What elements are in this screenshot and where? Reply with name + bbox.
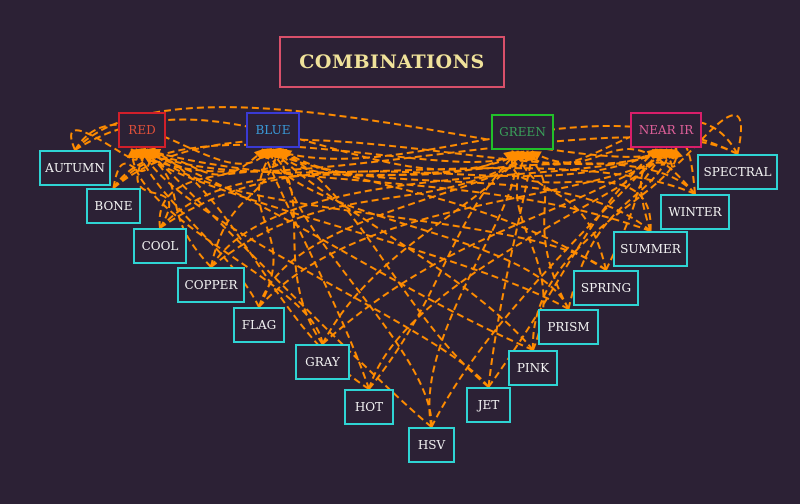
edge-prism-to-green xyxy=(520,150,570,310)
colormap-hsv: HSV xyxy=(408,427,455,463)
edge-gray-to-blue xyxy=(266,148,324,345)
edge-winter-to-red xyxy=(140,149,696,195)
colormap-jet: JET xyxy=(466,387,511,423)
edge-winter-to-green xyxy=(530,148,696,195)
edge-summer-to-green xyxy=(506,150,652,232)
channel-near-ir: NEAR IR xyxy=(630,112,702,148)
colormap-spectral: SPECTRAL xyxy=(697,154,778,190)
colormap-hot: HOT xyxy=(344,389,394,425)
colormap-bone: BONE xyxy=(86,188,141,224)
colormap-pink: PINK xyxy=(508,350,558,386)
edge-gray-to-nir xyxy=(321,148,673,345)
edge-cool-to-red xyxy=(136,148,171,229)
colormap-summer: SUMMER xyxy=(613,231,688,267)
edge-jet-to-red xyxy=(140,148,490,388)
edge-spectral-to-nir xyxy=(668,114,743,168)
edge-summer-to-nir xyxy=(639,148,672,232)
edge-summer-to-red xyxy=(145,147,651,232)
colormap-winter: WINTER xyxy=(660,194,730,230)
edge-jet-to-green xyxy=(487,150,537,388)
edge-autumn-to-blue xyxy=(74,123,270,165)
colormap-copper: COPPER xyxy=(177,267,245,303)
edge-hot-to-green xyxy=(368,150,519,390)
edge-prism-to-blue xyxy=(265,148,570,310)
edge-prism-to-red xyxy=(130,148,569,310)
channel-blue: BLUE xyxy=(246,112,300,148)
edge-hsv-to-blue xyxy=(276,148,433,428)
edge-gray-to-red xyxy=(126,148,324,345)
edge-copper-to-blue xyxy=(210,148,281,268)
edge-winter-to-nir xyxy=(652,143,696,195)
colormap-spring: SPRING xyxy=(573,270,639,306)
colormap-flag: FLAG xyxy=(233,307,285,343)
edge-copper-to-green xyxy=(210,150,535,268)
edge-flag-to-red xyxy=(135,148,260,308)
diagram-title: COMBINATIONS xyxy=(279,36,505,88)
colormap-gray: GRAY xyxy=(295,344,350,380)
edge-hsv-to-red xyxy=(145,148,433,428)
edge-cool-to-nir xyxy=(159,149,663,229)
edge-spectral-to-red xyxy=(135,136,738,173)
edge-spring-to-green xyxy=(515,150,607,271)
edge-winter-to-blue xyxy=(276,148,696,195)
colormap-autumn: AUTUMN xyxy=(39,150,111,186)
channel-red: RED xyxy=(118,112,166,148)
edge-copper-to-red xyxy=(140,148,212,268)
channel-green: GREEN xyxy=(491,114,554,150)
edge-jet-to-blue xyxy=(276,149,490,388)
edge-spring-to-blue xyxy=(261,148,607,271)
colormap-prism: PRISM xyxy=(538,309,599,345)
colormap-cool: COOL xyxy=(133,228,187,264)
edge-spring-to-red xyxy=(150,148,607,271)
edge-copper-to-nir xyxy=(210,148,658,268)
